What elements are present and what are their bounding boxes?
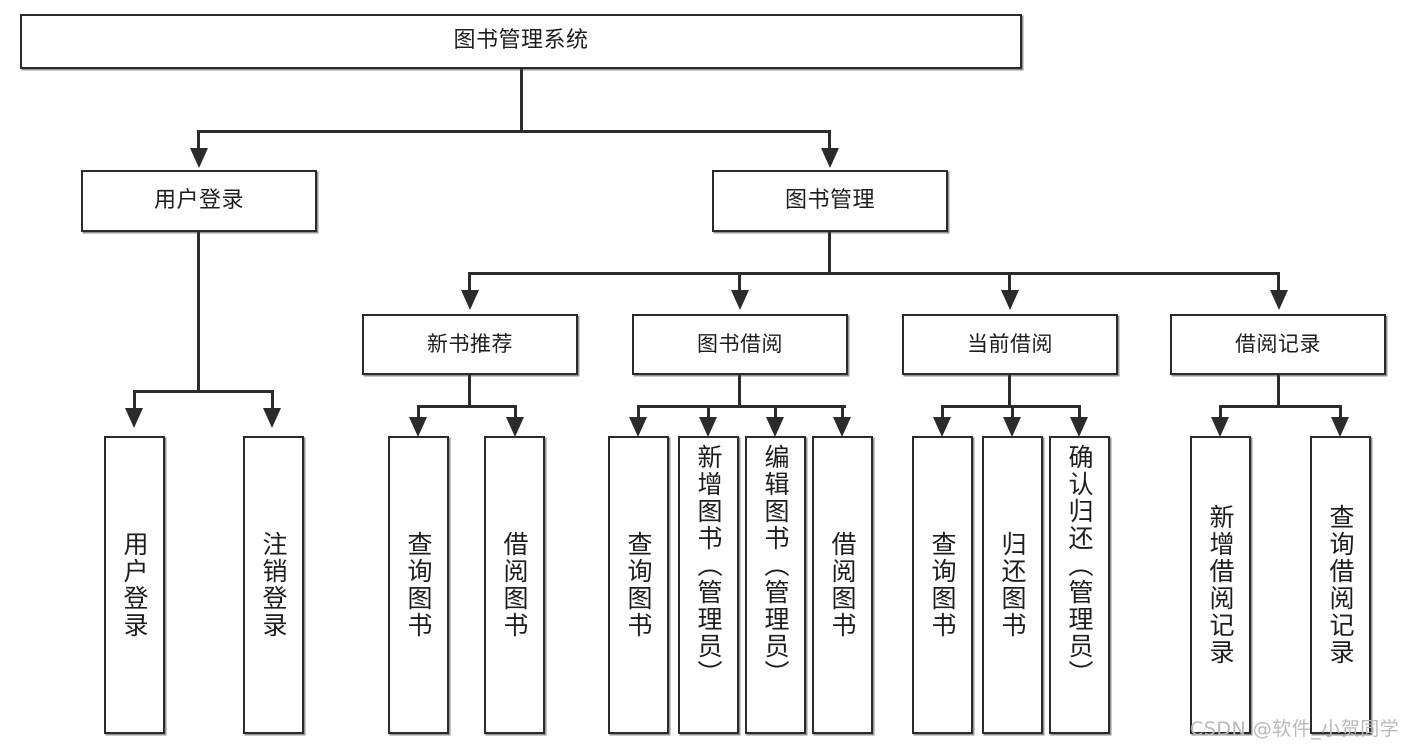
node-current-borrow[interactable]: 当前借阅 — [902, 314, 1118, 375]
leaf-query-borrow-record-label: 查询借阅记录 — [1326, 504, 1355, 666]
leaf-user-login-label: 用户登录 — [120, 531, 149, 639]
leaf-user-login[interactable]: 用户登录 — [104, 436, 165, 734]
node-root-system-label: 图书管理系统 — [453, 28, 589, 54]
connector-l3-drop-3 — [1008, 272, 1011, 294]
arrow-leaf-query-books-3 — [933, 417, 951, 437]
arrow-leaf-add-book — [699, 417, 717, 437]
arrow-l3-new-books — [461, 290, 479, 310]
connector-records-stem — [1277, 375, 1280, 407]
node-new-book-recommend-label: 新书推荐 — [427, 331, 513, 356]
arrow-leaf-user-login — [125, 408, 143, 428]
node-borrow-records-label: 借阅记录 — [1235, 331, 1321, 356]
node-root-system[interactable]: 图书管理系统 — [20, 14, 1022, 69]
leaf-query-books-borrow-label: 查询图书 — [624, 531, 653, 639]
connector-current-drop-3 — [1078, 405, 1081, 421]
connector-to-user-login — [197, 130, 200, 152]
node-book-borrow-label: 图书借阅 — [697, 331, 783, 356]
connector-current-drop-2 — [1011, 405, 1014, 421]
node-borrow-records[interactable]: 借阅记录 — [1170, 314, 1386, 375]
leaf-add-borrow-record-label: 新增借阅记录 — [1206, 504, 1235, 666]
connector-records-drop-1 — [1219, 405, 1222, 421]
leaf-logout-label: 注销登录 — [259, 531, 288, 639]
node-current-borrow-label: 当前借阅 — [967, 331, 1053, 356]
connector-current-drop-1 — [941, 405, 944, 421]
arrow-leaf-return-book — [1003, 417, 1021, 437]
arrow-l3-records — [1270, 290, 1288, 310]
connector-new-books-bar — [417, 405, 517, 408]
leaf-borrow-books-borrow-label: 借阅图书 — [828, 531, 857, 639]
arrow-leaf-edit-book — [766, 417, 784, 437]
connector-root-bar — [197, 130, 831, 133]
arrow-leaf-logout — [263, 408, 281, 428]
leaf-query-books-recommend-label: 查询图书 — [404, 531, 433, 639]
connector-borrow-bar — [637, 405, 846, 408]
connector-user-login-bar — [133, 390, 273, 393]
arrow-to-book-mgmt — [821, 148, 839, 168]
node-new-book-recommend[interactable]: 新书推荐 — [362, 314, 578, 375]
connector-l3-drop-1 — [468, 272, 471, 294]
connector-user-login-drop-1 — [133, 390, 136, 412]
leaf-edit-book-admin-label: 编辑图书（管理员） — [761, 444, 790, 687]
connector-l3-drop-4 — [1277, 272, 1280, 294]
node-user-login-label: 用户登录 — [153, 187, 244, 213]
leaf-borrow-books-borrow[interactable]: 借阅图书 — [812, 436, 873, 734]
node-book-management[interactable]: 图书管理 — [712, 170, 948, 232]
leaf-confirm-return-admin-label: 确认归还（管理员） — [1065, 444, 1094, 687]
leaf-add-borrow-record[interactable]: 新增借阅记录 — [1190, 436, 1251, 734]
connector-records-bar — [1219, 405, 1342, 408]
connector-l3-drop-2 — [738, 272, 741, 294]
arrow-to-user-login — [190, 148, 208, 168]
arrow-leaf-query-books-2 — [629, 417, 647, 437]
leaf-confirm-return-admin[interactable]: 确认归还（管理员） — [1049, 436, 1110, 734]
leaf-add-book-admin[interactable]: 新增图书（管理员） — [678, 436, 739, 734]
connector-borrow-drop-2 — [707, 405, 710, 421]
node-book-borrow[interactable]: 图书借阅 — [632, 314, 848, 375]
connector-new-books-drop-1 — [417, 405, 420, 421]
leaf-borrow-books-recommend-label: 借阅图书 — [500, 531, 529, 639]
arrow-leaf-query-books-1 — [409, 417, 427, 437]
leaf-logout[interactable]: 注销登录 — [243, 436, 304, 734]
arrow-leaf-confirm-return — [1070, 417, 1088, 437]
connector-book-mgmt-stem — [828, 232, 831, 274]
connector-user-login-drop-2 — [271, 390, 274, 412]
arrow-leaf-query-record — [1331, 417, 1349, 437]
arrow-leaf-add-record — [1211, 417, 1229, 437]
connector-root-stem — [520, 69, 523, 132]
connector-new-books-drop-2 — [514, 405, 517, 421]
connector-to-book-mgmt — [828, 130, 831, 152]
connector-new-books-stem — [468, 375, 471, 407]
arrow-l3-current — [1001, 290, 1019, 310]
leaf-query-books-current-label: 查询图书 — [928, 531, 957, 639]
leaf-return-book-label: 归还图书 — [998, 531, 1027, 639]
connector-borrow-stem — [738, 375, 741, 407]
connector-records-drop-2 — [1339, 405, 1342, 421]
arrow-leaf-borrow-books-1 — [506, 417, 524, 437]
node-book-management-label: 图书管理 — [784, 187, 875, 213]
arrow-l3-borrow — [731, 290, 749, 310]
leaf-add-book-admin-label: 新增图书（管理员） — [694, 444, 723, 687]
leaf-query-books-current[interactable]: 查询图书 — [912, 436, 973, 734]
connector-user-login-stem — [197, 232, 200, 392]
connector-borrow-drop-1 — [637, 405, 640, 421]
leaf-borrow-books-recommend[interactable]: 借阅图书 — [484, 436, 545, 734]
leaf-edit-book-admin[interactable]: 编辑图书（管理员） — [745, 436, 806, 734]
leaf-return-book[interactable]: 归还图书 — [982, 436, 1043, 734]
connector-borrow-drop-4 — [841, 405, 844, 421]
leaf-query-borrow-record[interactable]: 查询借阅记录 — [1310, 436, 1371, 734]
connector-current-stem — [1008, 375, 1011, 407]
connector-book-mgmt-bar — [468, 272, 1280, 275]
node-user-login[interactable]: 用户登录 — [81, 170, 317, 232]
connector-borrow-drop-3 — [774, 405, 777, 421]
arrow-leaf-borrow-books-2 — [833, 417, 851, 437]
leaf-query-books-recommend[interactable]: 查询图书 — [388, 436, 449, 734]
leaf-query-books-borrow[interactable]: 查询图书 — [608, 436, 669, 734]
